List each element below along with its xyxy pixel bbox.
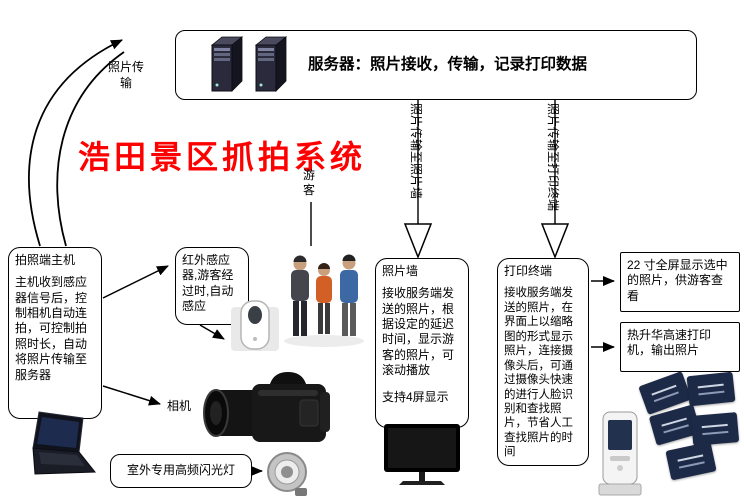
photo-wall-box: 照片墙 接收服务端发送的照片，根据设定的延迟时间，显示游客的照片，可滚动播放 支… [375, 258, 469, 428]
server-icon [208, 35, 292, 95]
arrow-ir-box-to-sensor [199, 324, 225, 340]
laptop-icon [25, 408, 101, 484]
display-22-body: 22 寸全屏显示选中的照片，供游客查看 [627, 258, 728, 303]
kiosk-icon [594, 410, 646, 498]
label-camera: 相机 [167, 399, 192, 413]
arrow-host-to-camera-label [102, 385, 161, 406]
flash-box: 室外专用高频闪光灯 [110, 454, 252, 488]
capture-host-title: 拍照端主机 [15, 253, 76, 267]
arrow-host-to-ir-box [102, 265, 169, 299]
label-transfer-to-photo-wall: 照片传输至照片墙 [409, 103, 423, 200]
label-transfer-to-print-terminal: 照片传输至打印终端 [546, 103, 560, 212]
dye-sub-printer-box: 热升华高速打印机，输出照片 [620, 322, 740, 372]
server-label: 服务器：照片接收，传输，记录打印数据 [308, 56, 588, 74]
flash-box-body: 室外专用高频闪光灯 [126, 463, 235, 478]
tv-icon [383, 423, 461, 491]
print-terminal-body: 接收服务端发送的照片，在界面上以缩略图的形式显示照片，连接摄像头后，可通过摄像头… [504, 287, 573, 459]
server-box: 服务器：照片接收，传输，记录打印数据 [175, 30, 697, 100]
label-tourist: 游客 [303, 168, 316, 197]
camera-icon [200, 366, 335, 454]
arrowhead-print-terminal [540, 223, 570, 260]
photo-card [665, 441, 717, 481]
display-22-box: 22 寸全屏显示选中的照片，供游客查看 [620, 252, 740, 312]
photo-wall-body: 接收服务端发送的照片，根据设定的延迟时间，显示游客的照片，可滚动播放 [382, 286, 455, 378]
print-terminal-box: 打印终端 接收服务端发送的照片，在界面上以缩略图的形式显示照片，连接摄像头后，可… [497, 258, 589, 466]
print-terminal-title: 打印终端 [504, 264, 553, 278]
photo-cards [630, 371, 744, 490]
arrowhead-photo-wall [403, 223, 433, 260]
flash-icon [264, 450, 312, 498]
label-photo-transfer: 照片传输 [107, 60, 144, 90]
ir-sensor-body: 红外感应器,游客经过时,自动感应 [182, 253, 234, 314]
dye-sub-printer-body: 热升华高速打印机，输出照片 [627, 328, 712, 358]
tourists-icon [283, 248, 365, 348]
capture-host-box: 拍照端主机 主机收到感应器信号后，控制相机自动连拍，可控制拍照时长，自动将照片传… [8, 247, 102, 419]
pir-sensor-icon [229, 299, 281, 355]
photo-wall-note: 支持4屏显示 [382, 389, 449, 404]
diagram-title: 浩田景区抓拍系统 [78, 139, 367, 175]
capture-host-body: 主机收到感应器信号后，控制相机自动连拍，可控制拍照时长，自动将照片传输至服务器 [15, 275, 88, 382]
photo-wall-title: 照片墙 [382, 264, 419, 278]
photo-card [690, 412, 740, 446]
photo-card [686, 371, 736, 407]
